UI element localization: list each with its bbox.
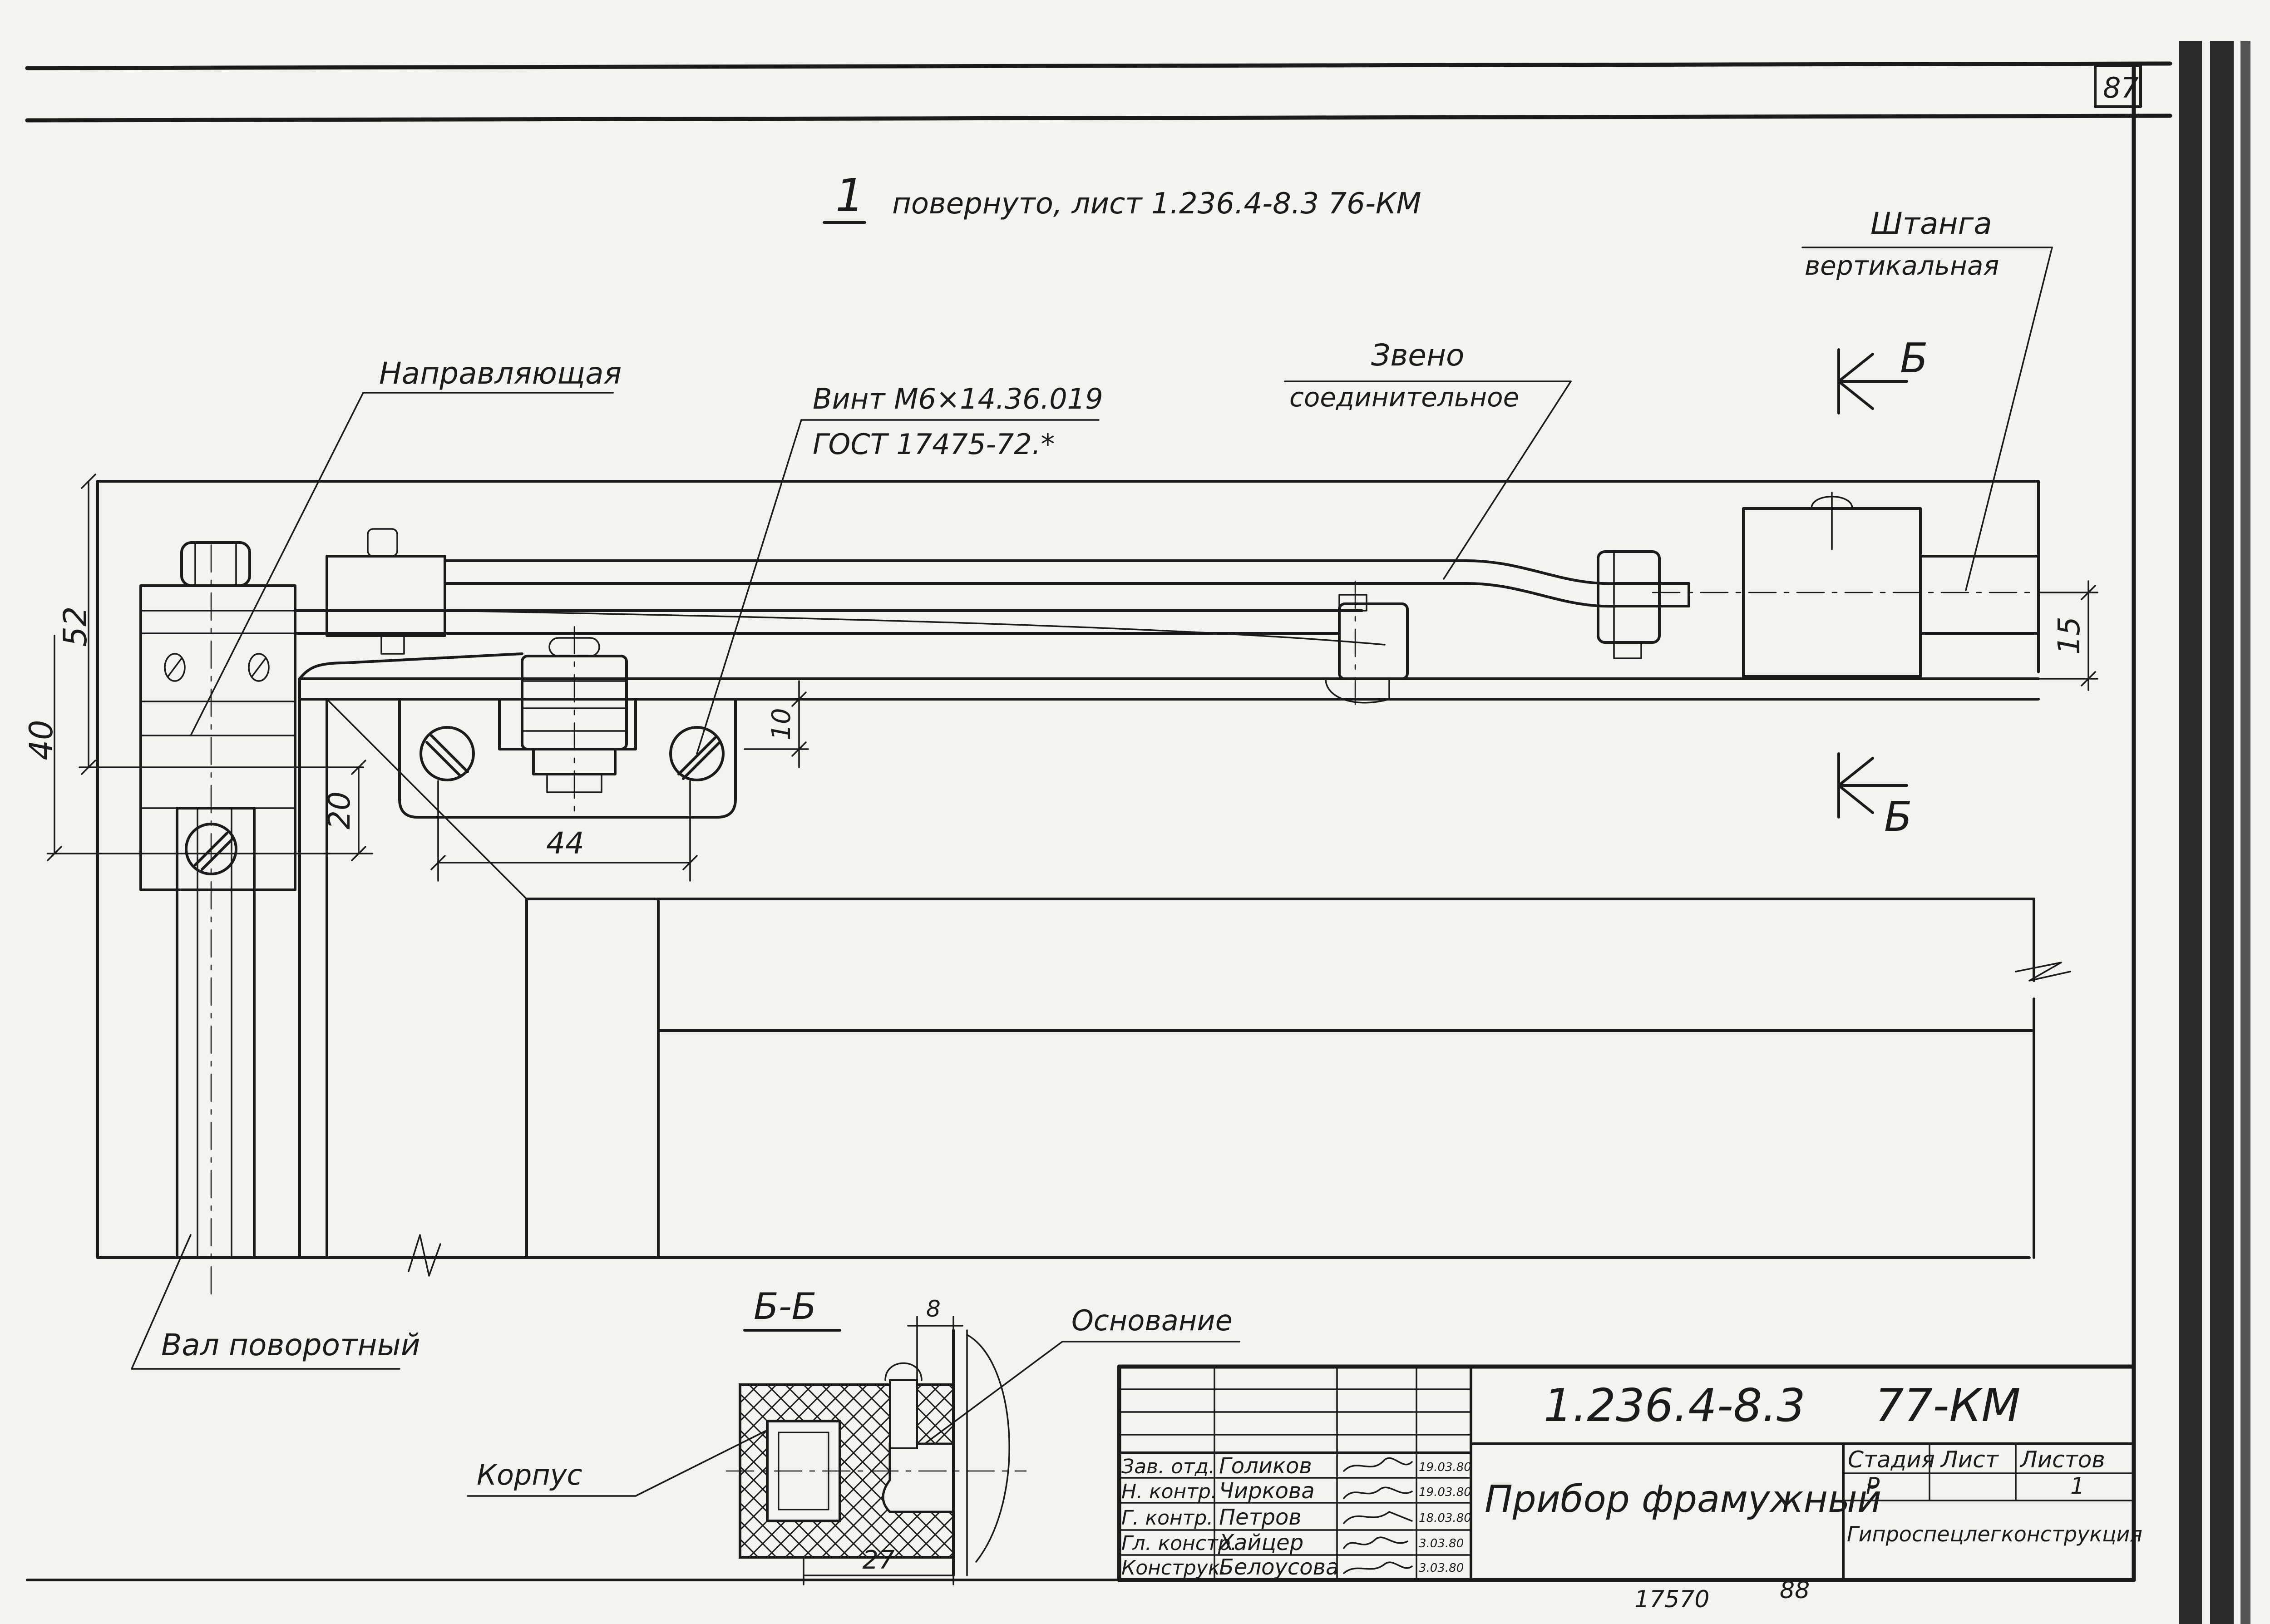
signature-rows: Зав. отд. Голиков 19.03.80 Н. контр. Чир… [1121,1453,1471,1580]
label-base: Основание [1071,1304,1233,1337]
footer-suffix: 88 [1780,1577,1810,1604]
dim-52: 52 [57,606,94,647]
section-marker-top: Б [1837,335,1928,415]
row-role: Зав. отд. [1121,1455,1215,1478]
dim-15: 15 [2052,617,2087,655]
signatures [1343,1457,1413,1574]
row-date: 19.03.80 [1419,1486,1471,1499]
row-role: Гл. констр. [1121,1532,1237,1555]
row-name: Хайцер [1218,1530,1303,1555]
section-letter-top: Б [1900,335,1928,382]
sheets-value: 1 [2070,1473,2085,1499]
row-name: Петров [1219,1505,1302,1530]
organization: Гипроспецлегконструкция [1847,1522,2142,1546]
section-title: Б-Б [754,1285,817,1328]
view-title-text: повернуто, лист 1.236.4-8.3 76-КМ [892,187,1421,221]
page-number: 87 [2103,71,2139,104]
sheets-header: Листов [2019,1446,2105,1473]
dim-27: 27 [862,1545,895,1575]
label-rod-line1: Штанга [1870,206,1992,241]
dim-40: 40 [23,720,60,760]
dimensions: 52 40 20 44 10 15 [23,474,2098,882]
binding-edge [2179,41,2250,1624]
view-title-number: 1 [835,169,864,222]
main-view: Б Б [96,335,2071,1295]
label-screw-line2: ГОСТ 17475-72.* [813,428,1055,461]
label-guide: Направляющая [379,356,622,391]
row-role: Н. контр. [1121,1480,1217,1503]
designation: 1.236.4-8.3 [1544,1379,1806,1432]
row-role: Конструк. [1121,1556,1226,1580]
stage-value: Р [1866,1473,1880,1499]
dim-10: 10 [767,708,796,740]
dim-44: 44 [546,826,584,861]
stage-header: Стадия [1848,1446,1935,1473]
leader-labels: Направляющая Винт М6×14.36.019 ГОСТ 1747… [131,206,2053,1497]
section-marker-bottom: Б [1837,752,1912,841]
product-name: Прибор фрамужный [1485,1478,1881,1521]
section-bb: Б-Б 8 27 [725,1285,1027,1585]
row-role: Г. контр. [1121,1506,1213,1530]
row-date: 3.03.80 [1419,1537,1464,1550]
view-title: 1 повернуто, лист 1.236.4-8.3 76-КМ [823,169,1421,224]
sheet-header: Лист [1940,1446,1999,1473]
sheet-code: 77-КМ [1875,1379,2021,1432]
label-link-line2: соединительное [1289,382,1519,413]
row-date: 18.03.80 [1419,1511,1471,1525]
label-screw-line1: Винт М6×14.36.019 [813,382,1103,415]
row-date: 3.03.80 [1419,1561,1464,1575]
dim-8: 8 [926,1296,941,1322]
row-date: 19.03.80 [1419,1461,1471,1474]
section-letter-bottom: Б [1884,793,1912,841]
footer-number: 17570 [1634,1586,1709,1613]
row-name: Чиркова [1219,1478,1315,1504]
row-name: Голиков [1219,1453,1312,1479]
label-rod-line2: вертикальная [1805,250,1999,281]
label-shaft: Вал поворотный [161,1328,420,1362]
title-block: 1.236.4-8.3 77-КМ Прибор фрамужный Стади… [1117,1364,2142,1582]
label-housing: Корпус [477,1458,582,1491]
dim-20: 20 [322,791,357,829]
row-name: Белоусова [1219,1555,1339,1580]
label-link-line1: Звено [1371,338,1464,373]
